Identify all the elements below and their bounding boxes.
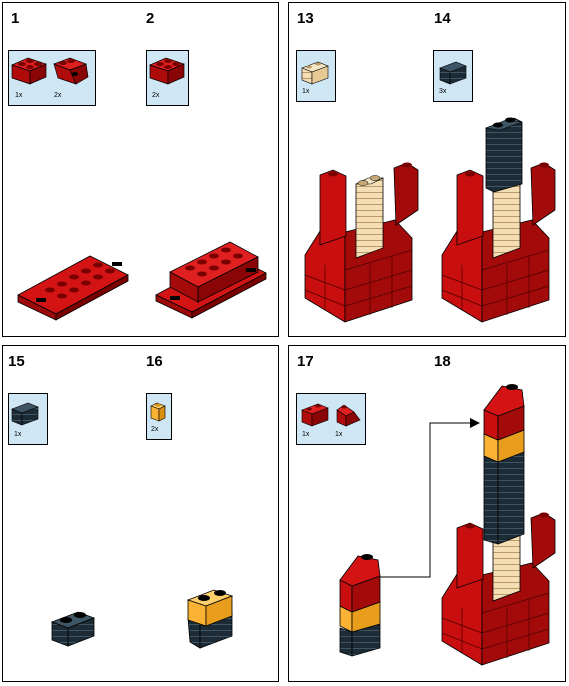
step-15-model	[50, 611, 96, 647]
step-number: 17	[297, 353, 314, 370]
part-quantity: 2x	[54, 92, 62, 99]
step-16-model	[186, 589, 234, 649]
step-2-model	[155, 241, 267, 319]
step-number: 13	[297, 10, 314, 27]
instruction-panel-3: 15 16 1x 2x	[2, 345, 279, 682]
red-1x1-slope-icon	[336, 404, 361, 427]
step-number: 16	[146, 353, 163, 370]
step-number: 14	[434, 10, 451, 27]
part-quantity: 2x	[151, 426, 159, 433]
black-1x2-grille-icon	[11, 402, 39, 426]
black-1x2-grille-icon	[439, 61, 467, 85]
red-2x2-brick-icon	[149, 57, 185, 85]
part-quantity: 1x	[15, 92, 23, 99]
tan-1x2-grille-icon	[301, 61, 329, 85]
part-quantity: 1x	[14, 431, 22, 438]
step-number: 1	[11, 10, 20, 27]
attach-arrow-icon	[380, 418, 480, 578]
part-quantity: 3x	[439, 88, 447, 95]
part-quantity: 2x	[152, 92, 160, 99]
step-number: 18	[434, 353, 451, 370]
step-18-model	[441, 384, 556, 666]
step-1-model	[17, 255, 129, 321]
step-number: 2	[146, 10, 155, 27]
red-2x2-slope-icon	[53, 57, 89, 85]
part-quantity: 1x	[302, 88, 310, 95]
step-13-model	[304, 162, 419, 323]
step-14-model	[441, 117, 556, 323]
red-1x2-brick-icon	[301, 403, 329, 427]
part-quantity: 1x	[302, 431, 310, 438]
step-17-subassembly	[339, 554, 381, 657]
yellow-1x1-brick-icon	[150, 402, 166, 422]
red-2x2-brick-icon	[11, 57, 47, 85]
step-number: 15	[8, 353, 25, 370]
part-quantity: 1x	[335, 431, 343, 438]
